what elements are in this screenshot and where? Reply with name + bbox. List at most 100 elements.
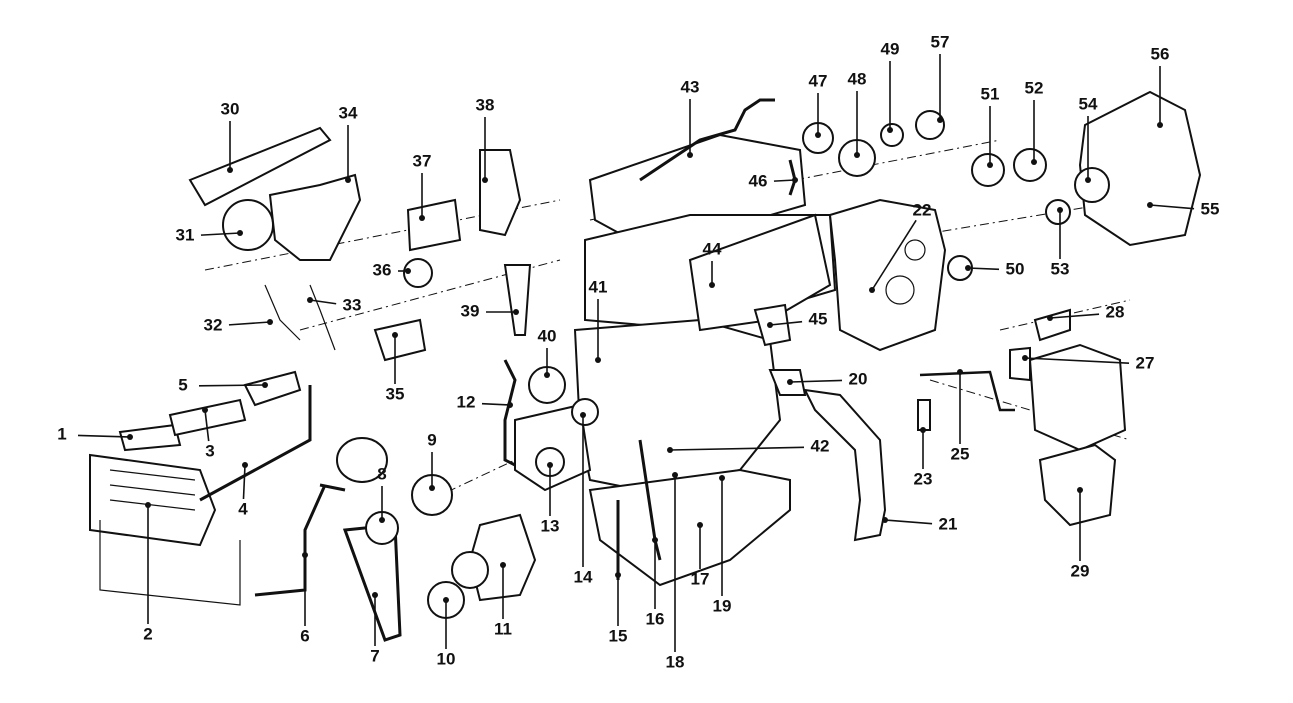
callout-41: 41 [589, 277, 607, 363]
callout-label: 4 [238, 499, 248, 518]
callout-label: 29 [1071, 561, 1090, 580]
leader-dot [262, 382, 268, 388]
leader-dot [937, 117, 943, 123]
callout-label: 11 [494, 619, 512, 638]
callouts: 1234567891011121314151617181920212223252… [57, 32, 1219, 671]
callout-label: 38 [476, 95, 495, 114]
callout-40: 40 [538, 326, 557, 378]
leader-line [242, 464, 246, 500]
callout-label: 16 [646, 609, 665, 628]
leader-dot [697, 522, 703, 528]
callout-label: 37 [413, 151, 432, 170]
callout-label: 33 [343, 295, 362, 314]
callout-label: 57 [931, 32, 950, 51]
callout-33: 33 [307, 295, 361, 314]
leader-dot [792, 177, 798, 183]
callout-51: 51 [981, 84, 1000, 168]
callout-30: 30 [221, 99, 240, 173]
leader-dot [687, 152, 693, 158]
callout-label: 18 [666, 652, 685, 671]
leader-dot [429, 485, 435, 491]
callout-label: 25 [951, 444, 970, 463]
leader-line [204, 409, 210, 442]
callout-label: 35 [386, 384, 405, 403]
leader-dot [302, 552, 308, 558]
callout-label: 50 [1006, 259, 1025, 278]
callout-label: 54 [1079, 94, 1098, 113]
callout-29: 29 [1071, 487, 1090, 580]
timing-cover [828, 198, 947, 352]
callout-12: 12 [457, 392, 513, 411]
callout-45: 45 [767, 309, 827, 328]
callout-52: 52 [1025, 78, 1044, 165]
callout-label: 43 [681, 77, 700, 96]
leader-dot [379, 517, 385, 523]
callout-6: 6 [300, 552, 310, 645]
leader-dot [957, 369, 963, 375]
leader-dot [887, 127, 893, 133]
leader-dot [419, 215, 425, 221]
leader-dot [667, 447, 673, 453]
leader-dot [482, 177, 488, 183]
engine-block [573, 318, 782, 492]
callout-label: 42 [811, 436, 830, 455]
callout-label: 52 [1025, 78, 1044, 97]
leader-line [200, 232, 241, 236]
leader-dot [1047, 315, 1053, 321]
callout-label: 31 [176, 225, 195, 244]
callout-8: 8 [377, 464, 387, 523]
leader-line [769, 320, 803, 326]
leader-dot [127, 434, 133, 440]
callout-27: 27 [1022, 353, 1154, 372]
callout-17: 17 [691, 522, 709, 588]
injection-pump [1028, 343, 1127, 452]
callout-50: 50 [965, 259, 1024, 278]
leader-dot [815, 132, 821, 138]
callout-16: 16 [646, 537, 665, 628]
callout-label: 22 [913, 200, 932, 219]
leader-line [884, 519, 933, 525]
callout-55: 55 [1147, 199, 1219, 218]
callout-label: 40 [538, 326, 557, 345]
leader-line [789, 379, 843, 383]
callout-34: 34 [339, 103, 358, 183]
callout-label: 15 [609, 626, 628, 645]
callout-43: 43 [681, 77, 700, 158]
leader-dot [227, 167, 233, 173]
leader-dot [767, 322, 773, 328]
callout-13: 13 [541, 462, 559, 535]
callout-14: 14 [574, 412, 593, 586]
leader-line [1024, 357, 1130, 364]
leader-dot [1022, 355, 1028, 361]
part-shapes [89, 90, 1202, 642]
leader-line [773, 179, 796, 182]
callout-label: 30 [221, 99, 240, 118]
callout-label: 9 [427, 430, 436, 449]
leader-line [228, 321, 271, 326]
callout-label: 45 [809, 309, 828, 328]
callout-4: 4 [238, 462, 248, 518]
callout-label: 1 [57, 424, 66, 443]
callout-11: 11 [494, 562, 512, 638]
callout-42: 42 [667, 436, 829, 455]
callout-20: 20 [787, 369, 867, 388]
leader-dot [882, 517, 888, 523]
callout-19: 19 [713, 475, 732, 615]
callout-label: 51 [981, 84, 1000, 103]
callout-3: 3 [202, 407, 215, 460]
callout-label: 21 [939, 514, 958, 533]
leader-line [1049, 313, 1100, 319]
leader-dot [965, 265, 971, 271]
callout-7: 7 [370, 592, 380, 665]
leader-dot [580, 412, 586, 418]
leader-dot [145, 502, 151, 508]
leader-line [198, 384, 266, 387]
leader-dot [672, 472, 678, 478]
callout-2: 2 [143, 502, 153, 643]
callout-label: 39 [461, 301, 480, 320]
callout-label: 12 [457, 392, 476, 411]
callout-label: 19 [713, 596, 732, 615]
leader-dot [544, 372, 550, 378]
